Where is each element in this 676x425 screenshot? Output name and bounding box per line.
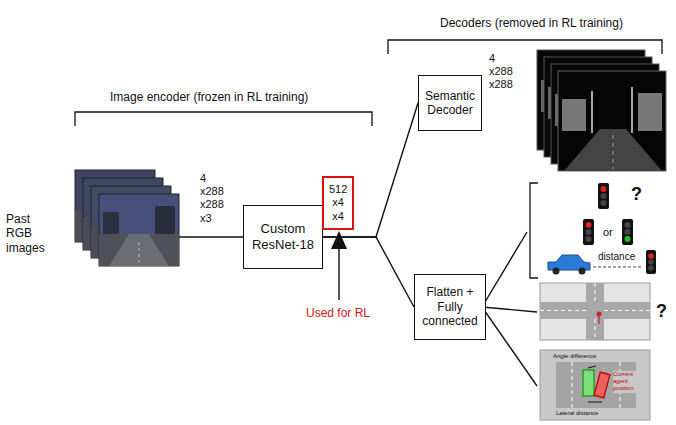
lane-image bbox=[540, 350, 650, 420]
annotation-label: ? bbox=[656, 301, 667, 323]
semantic-image-stack bbox=[537, 50, 666, 171]
lane-image-part bbox=[583, 370, 594, 396]
encoder-bracket-part bbox=[75, 112, 372, 126]
head-lines-part bbox=[482, 232, 527, 307]
annotation-label: Past RGB images bbox=[6, 212, 45, 255]
annotation-label: Lateral distance bbox=[556, 410, 598, 417]
traffic-light-icon-part bbox=[601, 193, 607, 199]
car-icon bbox=[548, 255, 590, 275]
traffic-light-far-part bbox=[646, 250, 656, 274]
annotation-label: distance bbox=[598, 251, 635, 263]
box-label: Semantic Decoder bbox=[422, 89, 478, 118]
rl-arrow-part bbox=[338, 248, 339, 300]
process-box: Flatten + Fully connected bbox=[414, 274, 486, 340]
lane-image-part bbox=[588, 366, 596, 368]
input-line bbox=[179, 236, 243, 237]
rgb-image-stack-part-part bbox=[99, 234, 179, 266]
box-label: Flatten + Fully connected bbox=[418, 285, 482, 328]
annotation-label: Image encoder (frozen in RL training) bbox=[110, 90, 308, 104]
traffic-light-red-part bbox=[586, 236, 592, 242]
traffic-light-green bbox=[622, 219, 633, 245]
connector-line bbox=[323, 103, 418, 237]
encoder-bracket bbox=[75, 112, 372, 126]
box-label: Custom ResNet-18 bbox=[247, 221, 319, 252]
intersection-image-part bbox=[604, 310, 650, 311]
traffic-light-far-part bbox=[648, 259, 654, 265]
traffic-light-far bbox=[646, 250, 656, 274]
heads-bracket-part bbox=[530, 183, 538, 278]
semantic-image-stack-part-part bbox=[631, 87, 633, 133]
car-icon-part bbox=[553, 268, 560, 275]
annotation-label: 4 x288 x288 bbox=[489, 52, 513, 92]
rgb-image-stack-part-part bbox=[139, 242, 140, 264]
distance-line bbox=[593, 267, 643, 268]
lane-image-part bbox=[588, 402, 602, 403]
annotation-label: or bbox=[603, 226, 613, 239]
car-icon-part bbox=[579, 268, 586, 275]
intersection-image bbox=[540, 283, 650, 340]
intersection-image-part bbox=[540, 310, 586, 311]
intersection-image-part bbox=[540, 283, 650, 340]
semantic-image-stack-part-part bbox=[591, 91, 593, 133]
traffic-light-green-part bbox=[625, 236, 631, 242]
traffic-light-green-part bbox=[625, 229, 631, 235]
rl-arrow bbox=[331, 231, 347, 300]
annotation-label: Decoders (removed in RL training) bbox=[440, 16, 623, 30]
rgb-image-stack-part bbox=[99, 194, 179, 266]
semantic-image-stack-part-part bbox=[558, 71, 666, 171]
traffic-light-green-part bbox=[625, 222, 631, 228]
annotation-label: Angle difference bbox=[553, 353, 596, 360]
semantic-image-stack-part bbox=[558, 71, 666, 171]
traffic-light-icon-part bbox=[598, 183, 609, 209]
traffic-light-icon-part bbox=[601, 200, 607, 206]
traffic-light-red-part bbox=[586, 222, 592, 228]
lane-image-part bbox=[572, 362, 573, 408]
annotation-label: 4 x288 x288 x3 bbox=[200, 172, 224, 225]
head-lines bbox=[482, 232, 537, 386]
semantic-image-stack-part-part bbox=[564, 129, 662, 171]
rl-arrow-part bbox=[331, 231, 347, 249]
semantic-image-stack-part-part bbox=[638, 93, 662, 131]
annotation-label: Current agent position bbox=[613, 371, 647, 393]
head-lines-part bbox=[482, 307, 537, 312]
feature-box: 512 x4 x4 bbox=[322, 176, 354, 230]
rgb-image-stack-part-part bbox=[109, 234, 169, 266]
process-box: Semantic Decoder bbox=[418, 75, 482, 131]
intersection-image-part bbox=[586, 283, 604, 340]
traffic-light-red-part bbox=[586, 229, 592, 235]
traffic-light-far-part bbox=[648, 265, 654, 271]
head-lines-part bbox=[482, 307, 537, 386]
car-icon-part bbox=[548, 255, 590, 270]
traffic-light-green-part bbox=[622, 219, 633, 245]
heads-bracket bbox=[530, 183, 538, 278]
lane-image-part bbox=[540, 350, 650, 420]
annotation-label: ? bbox=[631, 184, 642, 206]
semantic-image-stack-part-part bbox=[613, 135, 614, 169]
intersection-image-part bbox=[595, 283, 596, 302]
rgb-image-stack-part-part bbox=[103, 212, 119, 234]
traffic-light-far-part bbox=[648, 253, 654, 259]
intersection-image-part bbox=[595, 319, 596, 340]
rgb-image-stack bbox=[75, 170, 179, 266]
traffic-light-icon bbox=[598, 183, 609, 209]
connector-line bbox=[323, 237, 414, 307]
traffic-light-icon-part bbox=[601, 186, 607, 192]
rgb-image-stack-part-part bbox=[99, 194, 179, 266]
annotation-label: Used for RL bbox=[306, 306, 370, 320]
semantic-image-stack-part-part bbox=[562, 99, 586, 131]
traffic-light-red bbox=[583, 219, 594, 245]
process-box: Custom ResNet-18 bbox=[243, 205, 323, 269]
traffic-light-red-part bbox=[583, 219, 594, 245]
intersection-image-part bbox=[597, 312, 602, 317]
lane-image-part bbox=[594, 372, 610, 398]
box-label: 512 x4 x4 bbox=[329, 183, 347, 223]
rgb-image-stack-part-part bbox=[155, 206, 175, 234]
